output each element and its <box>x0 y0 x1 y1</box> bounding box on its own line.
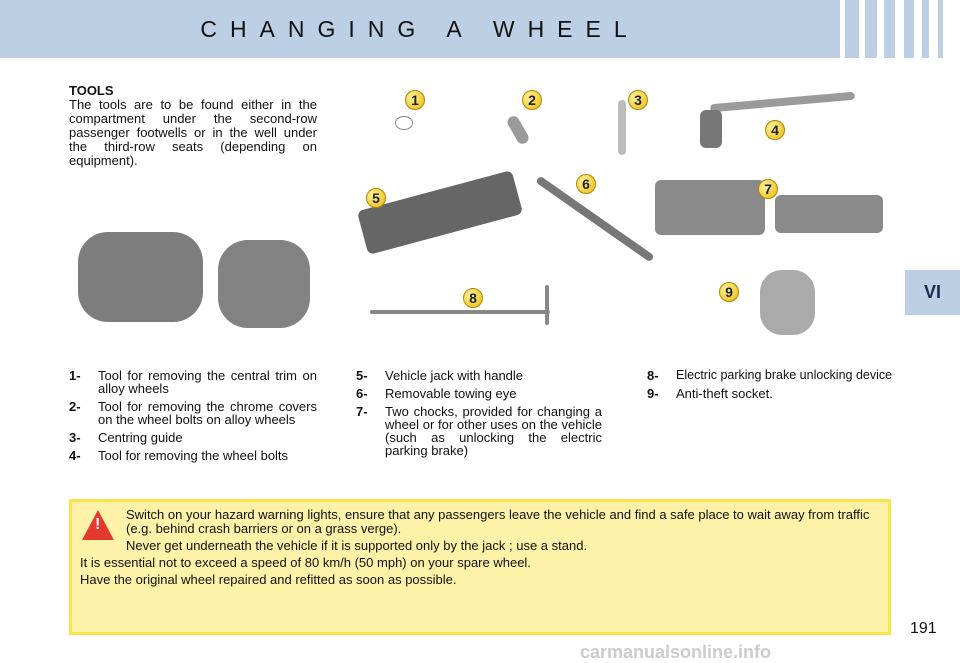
tool-5-image <box>356 170 524 255</box>
tool-2-image <box>505 114 531 146</box>
item-text: Removable towing eye <box>385 386 517 401</box>
tool-9-image <box>760 270 815 335</box>
warning-line: Switch on your hazard warning lights, en… <box>126 507 870 536</box>
tool-6-image <box>535 175 655 263</box>
header-stripe <box>938 0 943 58</box>
list-item: 8- Electric parking brake unlocking devic… <box>647 368 893 383</box>
callout-4: 4 <box>765 120 785 140</box>
callout-2: 2 <box>522 90 542 110</box>
header-stripe <box>845 0 859 58</box>
item-text: Centring guide <box>98 430 183 445</box>
tool-tray-image <box>218 240 310 328</box>
item-number: 1- <box>69 368 81 383</box>
item-text: Tool for removing the wheel bolts <box>98 448 289 463</box>
tool-7-chock-1 <box>655 180 765 235</box>
item-number: 3- <box>69 430 81 445</box>
list-item: 9- Anti-theft socket. <box>647 387 893 400</box>
page-header: CHANGING A WHEEL <box>0 0 840 58</box>
tool-8-image <box>370 310 550 314</box>
section-tab[interactable]: VI <box>905 270 960 315</box>
callout-8: 8 <box>463 288 483 308</box>
list-item: 7- Two chocks, provided for changing a wh… <box>356 405 602 457</box>
tool-4-socket <box>700 110 722 148</box>
item-number: 5- <box>356 368 368 383</box>
tool-list-2: 5- Vehicle jack with handle 6- Removable t… <box>356 369 602 462</box>
item-number: 2- <box>69 399 81 414</box>
list-item: 6- Removable towing eye <box>356 387 602 400</box>
item-text: Tool for removing the chrome covers on t… <box>98 399 317 427</box>
tool-3-image <box>618 100 626 155</box>
item-text: Vehicle jack with handle <box>385 368 524 383</box>
item-number: 6- <box>356 386 368 401</box>
item-text: Two chocks, provided for changing a whee… <box>385 404 602 458</box>
warning-line: Have the original wheel repaired and ref… <box>80 572 457 587</box>
item-number: 4- <box>69 448 81 463</box>
list-item: 2- Tool for removing the chrome covers on… <box>69 400 317 426</box>
header-stripe <box>904 0 914 58</box>
callout-3: 3 <box>628 90 648 110</box>
watermark: carmanualsonline.info <box>580 642 772 662</box>
callout-5: 5 <box>366 188 386 208</box>
tool-4-image <box>709 91 856 113</box>
page-number: 191 <box>910 620 937 637</box>
tools-heading: TOOLS <box>69 83 114 98</box>
item-text: Anti-theft socket. <box>676 386 773 401</box>
warning-icon: ! <box>82 510 114 540</box>
item-number: 7- <box>356 404 368 419</box>
callout-6: 6 <box>576 174 596 194</box>
item-text: Electric parking brake unlocking device <box>676 368 893 382</box>
item-text: Tool for removing the central trim on al… <box>98 368 317 396</box>
list-item: 5- Vehicle jack with handle <box>356 369 602 382</box>
list-item: 3- Centring guide <box>69 431 317 444</box>
warning-line: Never get underneath the vehicle if it i… <box>126 538 588 553</box>
list-item: 1- Tool for removing the central trim on … <box>69 369 317 395</box>
item-number: 8- <box>647 368 659 383</box>
item-number: 9- <box>647 386 659 401</box>
tool-list-3: 8- Electric parking brake unlocking devic… <box>647 369 893 405</box>
callout-7: 7 <box>758 179 778 199</box>
page-title: CHANGING A WHEEL <box>200 15 640 42</box>
spare-well-image <box>78 232 203 322</box>
callout-9: 9 <box>719 282 739 302</box>
header-stripe <box>922 0 929 58</box>
list-item: 4- Tool for removing the wheel bolts <box>69 449 317 462</box>
callout-1: 1 <box>405 90 425 110</box>
tool-1-image <box>395 116 413 130</box>
intro-text: The tools are to be found either in the … <box>69 97 317 168</box>
tool-list-1: 1- Tool for removing the central trim on … <box>69 369 317 467</box>
warning-line: It is essential not to exceed a speed of… <box>80 555 531 570</box>
warning-box: ! Switch on your hazard warning lights, … <box>69 499 891 635</box>
tool-7-chock-2 <box>775 195 883 233</box>
tool-8-crank <box>545 285 549 325</box>
header-stripe <box>865 0 877 58</box>
header-stripe <box>884 0 895 58</box>
